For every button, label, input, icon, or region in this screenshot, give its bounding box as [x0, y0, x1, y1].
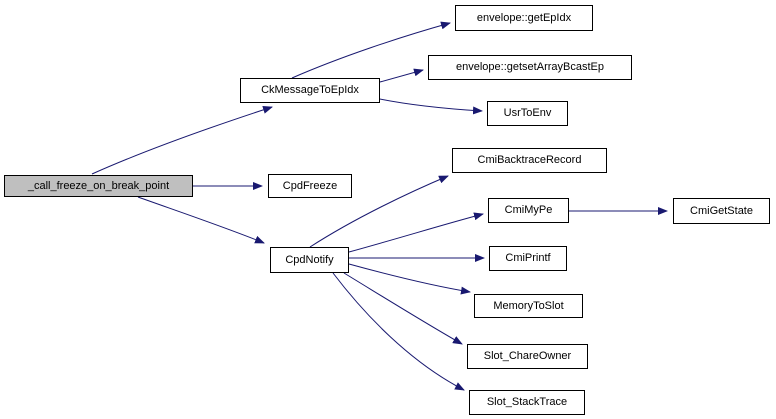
node-cmigetstate[interactable]: CmiGetState [673, 198, 770, 224]
node-cpdfreeze[interactable]: CpdFreeze [268, 174, 352, 198]
node-cpdnotify[interactable]: CpdNotify [270, 247, 349, 273]
edge-cpdnotify-to-slotchareowner [343, 272, 463, 345]
node-call-freeze-on-break-point[interactable]: _call_freeze_on_break_point [4, 175, 193, 197]
node-cmibacktracerecord[interactable]: CmiBacktraceRecord [452, 148, 607, 173]
node-envelope-getepidx[interactable]: envelope::getEpIdx [455, 5, 593, 31]
edge-root-to-ckmessagetoepidx [91, 105, 273, 175]
node-envelope-getsetarraybcastep[interactable]: envelope::getsetArrayBcastEp [428, 55, 632, 80]
edge-cpdnotify-to-cmimype [348, 212, 484, 253]
node-cmiprintf[interactable]: CmiPrintf [489, 246, 567, 271]
node-usrtoenv[interactable]: UsrToEnv [487, 101, 568, 126]
edge-cpdnotify-to-memorytoslot [348, 263, 471, 295]
node-cmimype[interactable]: CmiMyPe [488, 198, 569, 223]
node-slot-chareowner[interactable]: Slot_ChareOwner [467, 344, 588, 369]
node-memorytoslot[interactable]: MemoryToSlot [474, 294, 583, 318]
edge-ckmessagetoepidx-to-usrtoenv [379, 98, 483, 115]
edge-cpdnotify-to-cmibacktracerecord [309, 175, 449, 248]
node-slot-stacktrace[interactable]: Slot_StackTrace [469, 390, 585, 415]
edge-root-to-cpdnotify [137, 196, 265, 244]
edge-cpdnotify-to-slotstacktrace [332, 272, 465, 391]
edge-ckmessagetoepidx-to-getepidx [291, 21, 451, 79]
node-ckmessagetoepidx[interactable]: CkMessageToEpIdx [240, 78, 380, 103]
edge-ckmessagetoepidx-to-getsetarraybcastep [379, 68, 424, 83]
